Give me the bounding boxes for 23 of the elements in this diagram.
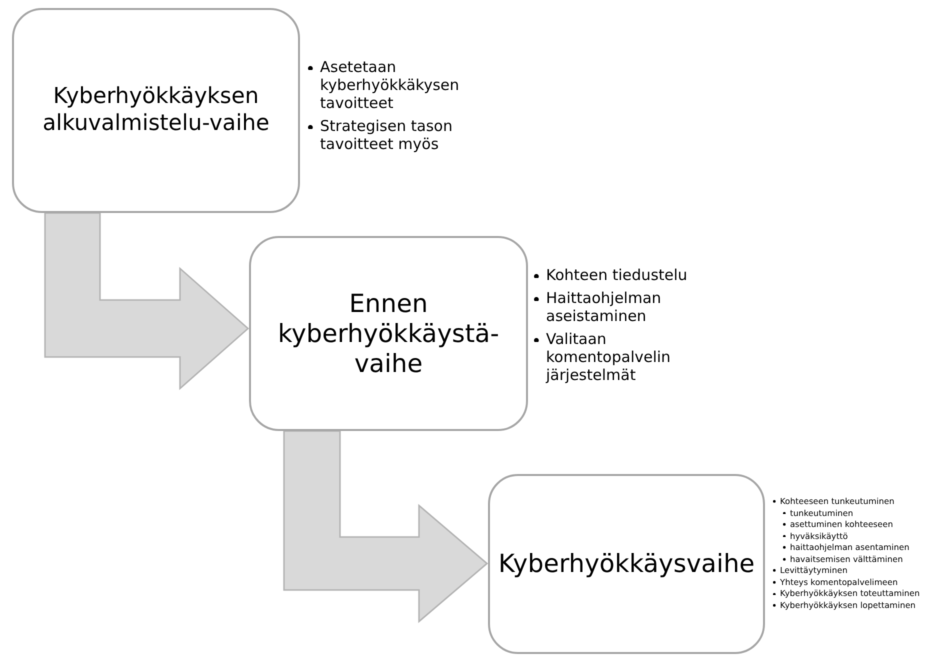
phase-title: Kyberhyökkäyksen alkuvalmistelu-vaihe bbox=[42, 84, 270, 137]
bent-block-arrow bbox=[44, 212, 250, 390]
process-box bbox=[249, 236, 528, 431]
bullet-item: hyväksikäyttö bbox=[790, 530, 848, 541]
bullet-item: Strategisen tason tavoitteet myös bbox=[320, 117, 452, 153]
bullet-item: Valitaan komentopalvelin järjestelmät bbox=[546, 330, 671, 384]
bullet-item: Haittaohjelman aseistaminen bbox=[546, 289, 662, 325]
bullet-item: asettuminen kohteeseen bbox=[790, 519, 893, 530]
phase-title: Kyberhyökkäysvaihe bbox=[497, 549, 756, 579]
bullet-item: Yhteys komentopalvelimeen bbox=[780, 576, 898, 587]
bullet-item: Kohteeseen tunkeutuminen bbox=[780, 496, 894, 506]
phase-title: Ennen kyberhyökkäystä-vaihe bbox=[276, 288, 500, 378]
bullet-item: Asetetaan kyberhyökkäkysen tavoitteet bbox=[320, 58, 460, 112]
process-box bbox=[12, 8, 300, 213]
bullet-item: Kyberhyökkäyksen toteuttaminen bbox=[780, 588, 920, 598]
bullet-item: tunkeutuminen bbox=[790, 508, 854, 518]
bullet-item: Kyberhyökkäyksen lopettaminen bbox=[780, 600, 916, 610]
bullet-item: havaitsemisen välttäminen bbox=[790, 554, 903, 564]
bent-block-arrow bbox=[283, 430, 488, 624]
process-box bbox=[488, 474, 765, 654]
bullet-item: Levittäytyminen bbox=[780, 565, 848, 576]
bullet-item: Kohteen tiedustelu bbox=[546, 266, 688, 284]
bullet-item: haittaohjelman asentaminen bbox=[790, 542, 910, 552]
